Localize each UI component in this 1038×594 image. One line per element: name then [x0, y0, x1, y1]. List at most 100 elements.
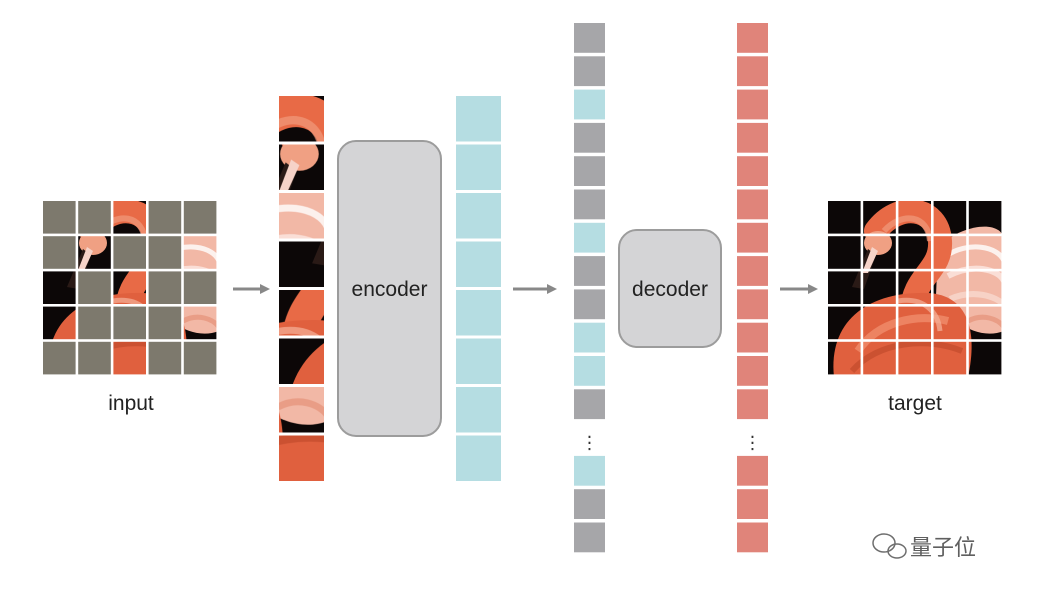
masked-patch — [78, 306, 111, 340]
image-patch — [828, 306, 861, 340]
ellipsis: ⋮ — [581, 433, 599, 454]
encoded-token — [456, 144, 501, 190]
image-patch — [898, 201, 931, 234]
image-patch — [933, 236, 967, 269]
encoded-token — [574, 222, 605, 253]
mask-token — [574, 522, 605, 553]
image-patch — [183, 306, 217, 340]
decoded-token — [737, 389, 768, 420]
masked-patch — [78, 201, 111, 234]
decoded-token — [737, 189, 768, 220]
target-label: target — [888, 392, 942, 415]
decoded-token — [737, 256, 768, 286]
watermark: 量子位 — [872, 533, 976, 560]
decoded-token — [737, 56, 768, 87]
masked-patch — [148, 306, 182, 340]
visible-patches-column — [279, 96, 324, 481]
image-patch — [863, 271, 896, 304]
image-patch — [933, 271, 967, 304]
mask-token — [574, 256, 605, 286]
decoder-input-tokens-column: ⋮ — [574, 23, 605, 553]
mask-token — [574, 156, 605, 186]
mask-token — [574, 23, 605, 53]
image-patch — [183, 236, 217, 269]
encoded-token — [456, 387, 501, 433]
masked-patch — [43, 236, 76, 269]
encoded-token — [574, 89, 605, 120]
image-patch — [968, 201, 1002, 234]
image-patch — [968, 236, 1002, 269]
decoded-token — [737, 356, 768, 386]
image-patch — [898, 306, 931, 340]
image-patch — [43, 271, 76, 304]
image-patch — [828, 341, 861, 375]
decoded-token — [737, 156, 768, 186]
encoded-token — [456, 290, 501, 336]
mask-token — [574, 389, 605, 420]
input-label: input — [108, 392, 154, 415]
decoded-token — [737, 489, 768, 519]
ellipsis: ⋮ — [744, 433, 762, 454]
encoded-token — [456, 193, 501, 239]
image-patch — [78, 236, 111, 269]
encoder-block: encoder — [337, 140, 442, 437]
encoder-label: encoder — [352, 278, 428, 301]
encoded-token — [456, 96, 501, 142]
masked-patch — [148, 271, 182, 304]
image-patch — [863, 236, 896, 269]
visible-patch — [279, 193, 324, 239]
image-patch — [863, 306, 896, 340]
encoded-token — [574, 322, 605, 353]
image-patch — [828, 271, 861, 304]
decoded-token — [737, 522, 768, 553]
masked-patch — [113, 236, 146, 269]
decoder-output-tokens-column: ⋮ — [737, 23, 768, 553]
image-patch — [898, 271, 931, 304]
encoded-token — [456, 241, 501, 287]
image-patch — [898, 236, 931, 269]
decoded-token — [737, 23, 768, 53]
masked-patch — [183, 201, 217, 234]
masked-patch — [183, 341, 217, 375]
masked-patch — [113, 306, 146, 340]
masked-patch — [183, 271, 217, 304]
image-patch — [113, 341, 146, 375]
image-patch — [968, 271, 1002, 304]
image-patch — [933, 306, 967, 340]
image-patch — [113, 201, 146, 234]
encoded-token — [574, 455, 605, 486]
image-patch — [968, 306, 1002, 340]
visible-patch — [279, 290, 324, 336]
decoder-block: decoder — [618, 229, 722, 348]
image-patch — [828, 236, 861, 269]
masked-patch — [148, 341, 182, 375]
mask-token — [574, 489, 605, 519]
decoded-token — [737, 122, 768, 153]
image-patch — [933, 201, 967, 234]
masked-patch — [78, 341, 111, 375]
visible-patch — [279, 144, 324, 190]
watermark-text: 量子位 — [910, 535, 976, 560]
visible-patch — [279, 387, 324, 433]
decoder-label: decoder — [632, 278, 708, 301]
input-masked-image — [43, 201, 217, 375]
decoded-token — [737, 455, 768, 486]
mask-token — [574, 189, 605, 220]
image-patch — [898, 341, 931, 375]
visible-patch — [279, 435, 324, 481]
masked-patch — [43, 341, 76, 375]
masked-patch — [43, 201, 76, 234]
image-patch — [863, 201, 896, 234]
image-patch — [828, 201, 861, 234]
mask-token — [574, 122, 605, 153]
encoded-token — [456, 435, 501, 481]
decoded-token — [737, 89, 768, 120]
masked-patch — [78, 271, 111, 304]
encoded-token — [574, 356, 605, 386]
mask-token — [574, 56, 605, 87]
decoded-token — [737, 289, 768, 320]
image-patch — [863, 341, 896, 375]
image-patch — [968, 341, 1002, 375]
visible-patch — [279, 96, 324, 142]
